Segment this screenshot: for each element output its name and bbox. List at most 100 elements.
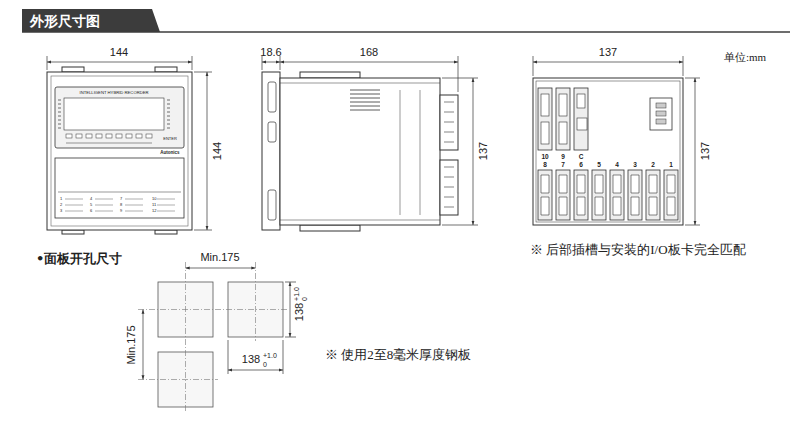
channel-number: 1 [60,197,62,201]
front-view [106,134,112,138]
slot-number: 4 [615,162,619,169]
dimension-line [47,56,212,230]
front-view [64,98,164,130]
front-view [58,192,181,193]
rear-view [538,88,552,150]
front-view [55,87,184,148]
rear-view [577,118,587,130]
rear-view [559,94,567,116]
front-view [62,230,84,234]
front-view [66,134,72,138]
front-view [146,134,152,138]
channel-number: 5 [90,203,92,207]
side-view [268,82,276,112]
rear-view [577,94,585,108]
slot-number: 3 [633,162,637,169]
tolerance-upper: +1.0 [263,352,277,359]
rear-view [556,88,570,150]
rear-view [656,119,666,124]
tolerance-lower: 0 [301,297,308,301]
dimension-line [186,268,256,269]
channel-number: 11 [152,203,156,207]
front-view [96,134,102,138]
dimension-line [143,310,144,380]
rear-view [650,98,672,130]
dimension-label: 144 [212,142,223,160]
slot-number: 5 [597,162,601,169]
unit-note: 单位:mm [724,52,766,63]
slot-number: 1 [669,162,673,169]
dimension-line [473,78,474,225]
slot-number: 7 [561,162,565,169]
header-bar [22,9,790,32]
side-view [350,90,380,110]
dimension-line [207,72,208,230]
side-view [444,102,454,207]
brand-label: Autonics [160,151,179,156]
channel-number: 10 [152,197,156,201]
rear-view [536,81,680,222]
side-view [300,225,360,231]
channel-number: 9 [120,209,122,213]
front-view [126,134,132,138]
front-view [155,67,177,72]
section-title: 外形尺寸图 [30,14,100,28]
front-view [55,158,184,218]
dimension-line [280,62,458,63]
dimension-line [533,56,700,225]
front-view [51,76,188,226]
front-view [66,143,152,144]
dimension-label: Min.175 [200,252,239,263]
dimension-label: 137 [478,142,489,160]
front-view [155,230,177,234]
slot-number: 8 [543,162,547,169]
dimension-line [262,56,478,225]
dimension-label: 137 [599,47,617,58]
channel-number: 7 [120,197,122,201]
dimension-line [47,62,192,63]
dimension-line [143,268,296,380]
rear-view [656,103,666,108]
dimension-label: 168 [360,47,378,58]
rear-view [574,88,588,150]
channel-number: 3 [60,209,62,213]
panel-cutout [158,282,283,407]
front-view [47,67,192,234]
dimension-label: Min.175 [126,325,137,364]
tolerance-upper: +1.0 [293,287,300,301]
rear-view [533,78,683,225]
dimension-label: 137 [700,142,711,160]
center-line [138,262,287,412]
slot-number: 2 [651,162,655,169]
dimension-line [228,282,296,374]
front-view [116,134,122,138]
header-bar [22,9,160,32]
front-view [76,134,82,138]
front-view [58,100,170,128]
channel-number: 2 [60,203,62,207]
dimension-line [228,370,283,371]
dimension-line [533,62,683,63]
dimension-line [290,282,291,337]
rear-view [656,111,666,116]
rear-view [533,78,683,225]
dimension-line [262,56,478,225]
dimension-line [262,62,280,63]
side-view [280,78,440,225]
side-view [268,122,276,142]
rear-view [541,122,549,144]
slot-number: 9 [561,154,565,161]
note-text: ※ 后部插槽与安装的I/O板卡完全匹配 [530,243,746,256]
rear-view [559,122,567,144]
slot-number: 10 [541,154,548,161]
side-view [268,190,276,220]
dimension-line [533,56,700,225]
slot-number: 6 [579,162,583,169]
header-bar [22,31,790,33]
side-view [262,72,280,230]
rear-view [541,94,549,116]
side-view [280,83,440,220]
section-heading: •面板开孔尺寸 [36,252,122,265]
